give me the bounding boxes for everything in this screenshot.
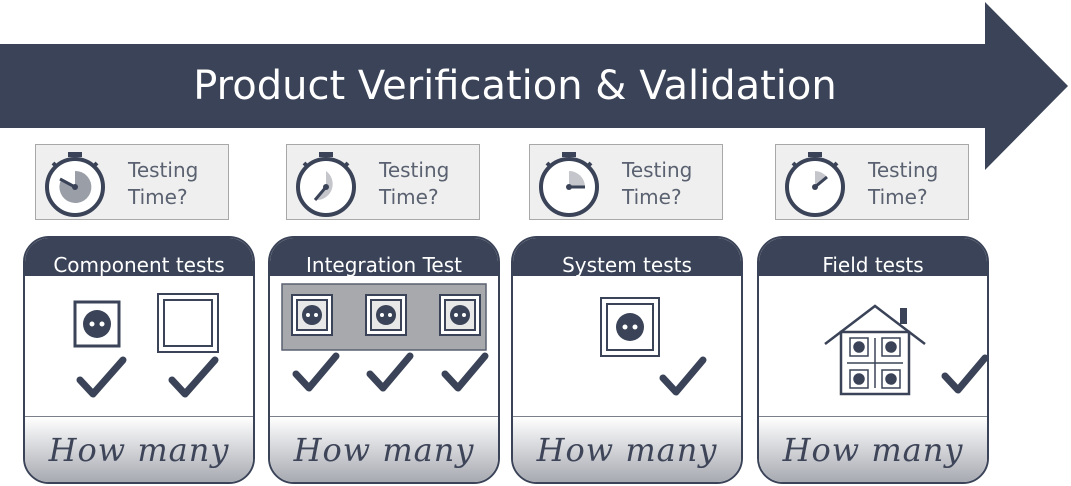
stage-card-system: System tests How many xyxy=(511,236,743,484)
stage-card-field: Field tests How many xyxy=(757,236,989,484)
socket-icon xyxy=(439,294,481,336)
switch-plate-icon xyxy=(157,293,219,353)
checkmark-icon xyxy=(659,356,707,396)
stage-footer: How many xyxy=(25,416,253,482)
stage-illustration xyxy=(73,293,219,398)
stage-title: Field tests xyxy=(759,238,987,277)
timer-panel-component: Testing Time? xyxy=(35,144,229,220)
stage-card-component: Component tests How many xyxy=(23,236,255,484)
checkmark-icon xyxy=(292,352,340,392)
timer-panel-field: Testing Time? xyxy=(775,144,969,220)
stage-title: Component tests xyxy=(25,238,253,277)
checkmark-icon xyxy=(941,354,987,394)
stage-footer: How many xyxy=(270,416,498,482)
socket-icon xyxy=(291,294,333,336)
socket-icon xyxy=(849,337,901,389)
stage-title: System tests xyxy=(513,238,741,277)
arrow-title: Product Verification & Validation xyxy=(193,63,837,109)
stage-footer: How many xyxy=(759,416,987,482)
stopwatch-icon xyxy=(296,152,356,217)
timer-label: Testing Time? xyxy=(128,158,199,209)
checkmark-icon xyxy=(168,356,219,398)
timer-label: Testing Time? xyxy=(379,158,450,209)
stopwatch-icon xyxy=(45,152,105,217)
stage-illustration xyxy=(600,297,707,396)
socket-icon xyxy=(600,297,660,357)
stage-footer-label: How many xyxy=(293,431,475,469)
stopwatch-icon xyxy=(785,152,845,217)
socket-icon xyxy=(73,300,121,348)
stage-footer-label: How many xyxy=(536,431,718,469)
timer-label: Testing Time? xyxy=(622,158,693,209)
socket-icon xyxy=(365,294,407,336)
timer-panel-system: Testing Time? xyxy=(529,144,723,220)
checkmark-icon xyxy=(76,356,127,398)
timer-panel-integration: Testing Time? xyxy=(286,144,480,220)
stage-illustration xyxy=(824,304,987,396)
timer-label: Testing Time? xyxy=(868,158,939,209)
stage-card-integration: Integration Test How many xyxy=(268,236,500,484)
stopwatch-icon xyxy=(539,152,599,217)
stage-footer-label: How many xyxy=(782,431,964,469)
checkmark-icon xyxy=(366,352,414,392)
stage-title: Integration Test xyxy=(270,238,498,277)
stage-footer-label: How many xyxy=(48,431,230,469)
checkmark-icon xyxy=(441,352,489,392)
house-icon xyxy=(824,304,926,396)
stage-footer: How many xyxy=(513,416,741,482)
stage-illustration xyxy=(281,283,489,392)
process-arrow xyxy=(0,2,1068,170)
